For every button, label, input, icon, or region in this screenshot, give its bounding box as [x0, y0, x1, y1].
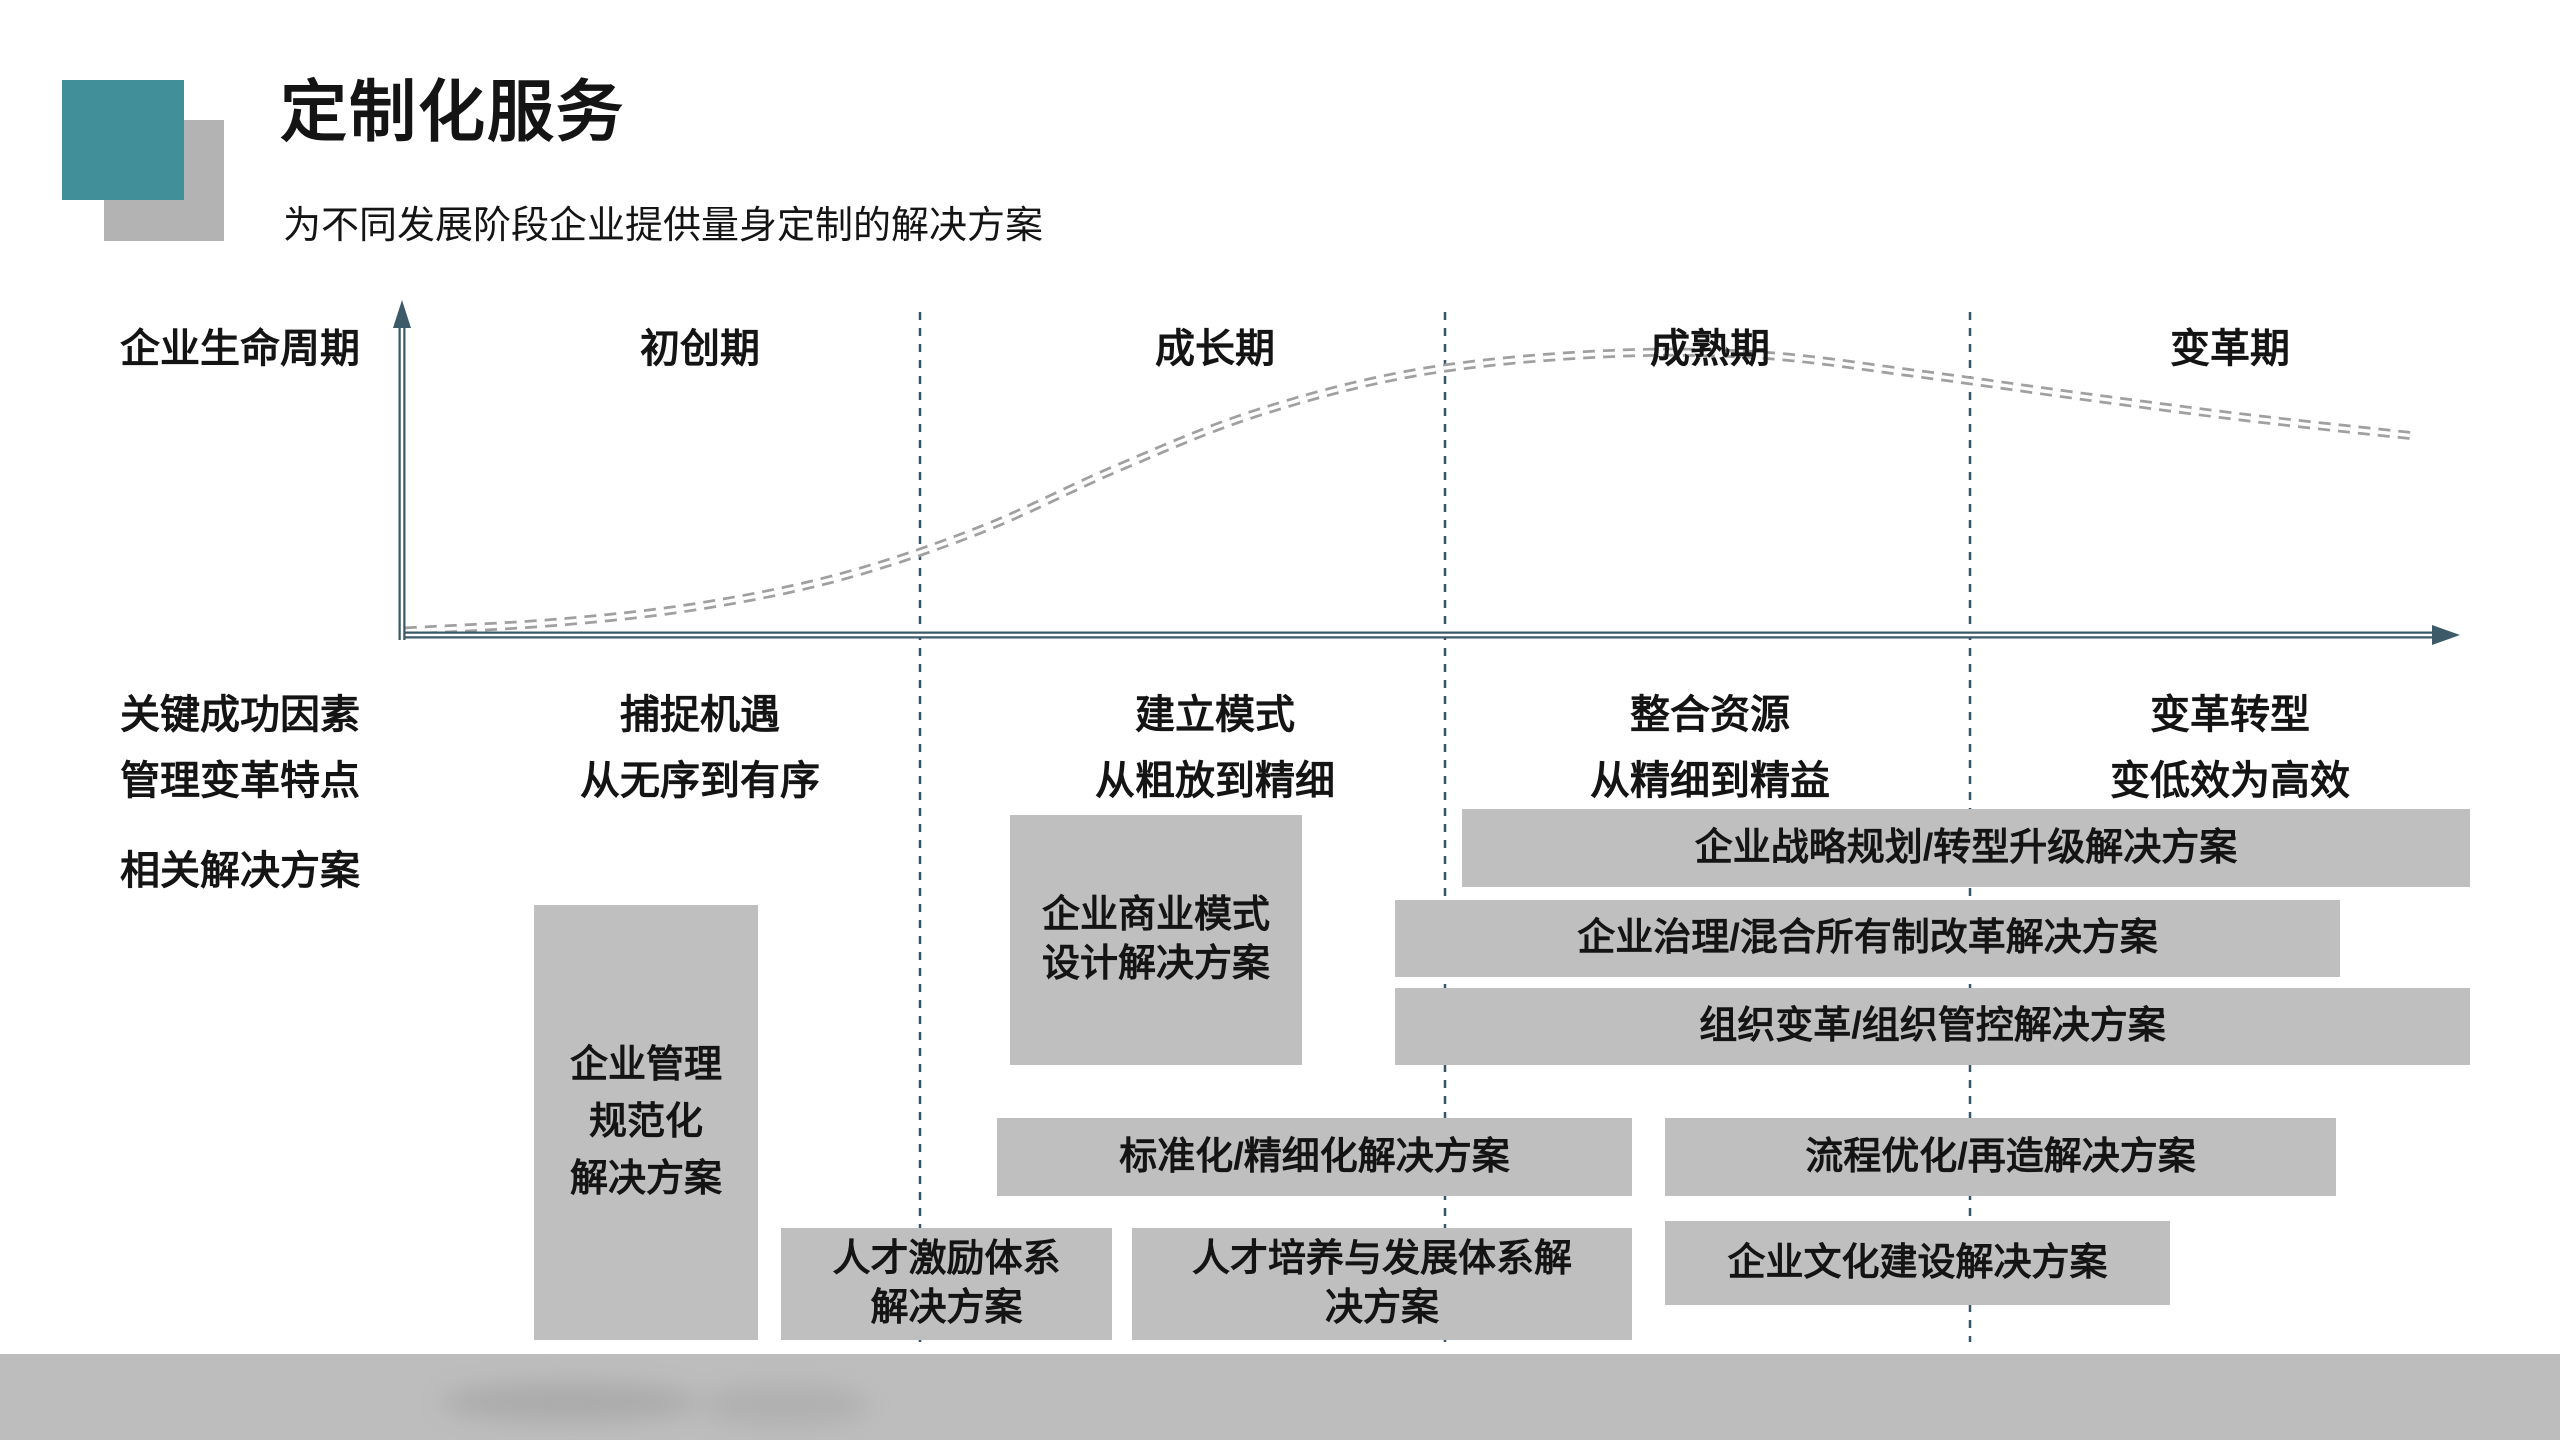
- solution-box-corporate-governance: 企业治理/混合所有制改革解决方案: [1395, 900, 2340, 977]
- y-axis-label: 企业生命周期: [120, 327, 360, 371]
- page-subtitle: 为不同发展阶段企业提供量身定制的解决方案: [283, 205, 1044, 247]
- key-success-startup: 捕捉机遇: [620, 693, 780, 737]
- y-axis-arrowhead: [393, 300, 411, 328]
- key-success-maturity: 整合资源: [1630, 693, 1790, 737]
- row-label-solutions: 相关解决方案: [120, 849, 360, 893]
- lifecycle-curve: [404, 347, 2416, 636]
- page-title: 定制化服务: [280, 75, 625, 150]
- mgmt-change-growth: 从粗放到精细: [1095, 759, 1335, 803]
- x-axis-arrowhead: [2432, 625, 2460, 645]
- solution-box-strategic-planning: 企业战略规划/转型升级解决方案: [1462, 809, 2470, 887]
- stage-label-transform: 变革期: [2170, 327, 2290, 371]
- x-axis: [402, 625, 2460, 645]
- key-success-transform: 变革转型: [2150, 693, 2310, 737]
- stage-label-growth: 成长期: [1155, 327, 1275, 371]
- mgmt-change-startup: 从无序到有序: [580, 759, 820, 803]
- stage-label-maturity: 成熟期: [1650, 327, 1770, 371]
- solution-box-org-change-control: 组织变革/组织管控解决方案: [1395, 988, 2470, 1065]
- solution-box-management-standardization: 企业管理 规范化 解决方案: [534, 905, 758, 1340]
- mgmt-change-transform: 变低效为高效: [2110, 759, 2350, 803]
- solution-box-corporate-culture: 企业文化建设解决方案: [1665, 1221, 2170, 1305]
- solution-box-business-model-design: 企业商业模式 设计解决方案: [1010, 815, 1302, 1065]
- solution-box-process-optimization: 流程优化/再造解决方案: [1665, 1118, 2336, 1196]
- stage-label-startup: 初创期: [640, 327, 760, 371]
- solution-box-standardization-refinement: 标准化/精细化解决方案: [997, 1118, 1632, 1196]
- mgmt-change-maturity: 从精细到精益: [1590, 759, 1830, 803]
- footer-bar: [0, 1354, 2560, 1440]
- row-label-mgmt-change: 管理变革特点: [120, 759, 360, 803]
- solution-box-talent-incentive: 人才激励体系 解决方案: [781, 1228, 1112, 1340]
- title-decor-teal-square: [62, 80, 184, 200]
- footer-watermark-smudge: [440, 1382, 700, 1422]
- footer-watermark-smudge: [700, 1384, 870, 1426]
- solution-box-talent-development: 人才培养与发展体系解 决方案: [1132, 1228, 1632, 1340]
- row-label-key-success: 关键成功因素: [120, 693, 360, 737]
- key-success-growth: 建立模式: [1135, 693, 1295, 737]
- y-axis: [393, 300, 411, 640]
